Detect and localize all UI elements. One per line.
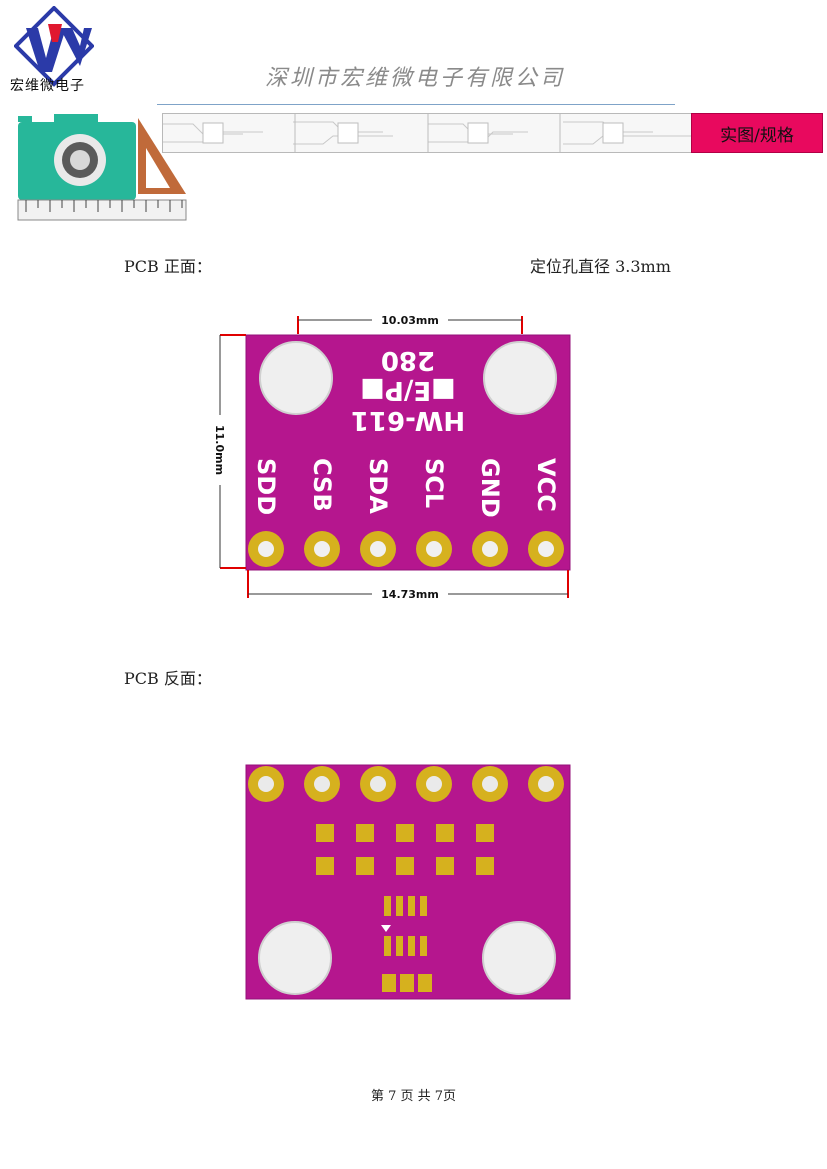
silk-model: HW-611 bbox=[351, 405, 465, 435]
hole-diameter-note: 定位孔直径 3.3mm bbox=[530, 257, 671, 276]
pcb-back-diagram bbox=[245, 764, 571, 1000]
pin-label-4: SCL bbox=[420, 458, 448, 508]
pin-label-2: CSB bbox=[308, 458, 336, 512]
front-label: PCB 正面： bbox=[124, 257, 212, 276]
company-logo bbox=[14, 6, 94, 87]
section-tag: 实图/规格 bbox=[691, 113, 823, 153]
circuit-banner bbox=[162, 113, 694, 153]
pin-label-3: SDA bbox=[364, 458, 392, 514]
camera-ruler-icon bbox=[17, 114, 187, 221]
pin-label-6: VCC bbox=[532, 458, 560, 512]
dim-width: 14.73mm bbox=[381, 588, 439, 601]
logo-text: 宏维微电子 bbox=[10, 78, 85, 94]
pin-label-5: GND bbox=[476, 458, 504, 518]
pcb-front-diagram: HW-611 ■E/P■ 280 SDD CSB SDA SCL GND VCC… bbox=[213, 314, 571, 601]
silk-280: 280 bbox=[381, 345, 435, 375]
silk-ep: ■E/P■ bbox=[360, 375, 455, 405]
header-divider bbox=[157, 104, 675, 105]
dim-height: 11.0mm bbox=[213, 425, 226, 475]
company-name: 深圳市宏维微电子有限公司 bbox=[265, 66, 566, 91]
dim-hole-spacing: 10.03mm bbox=[381, 314, 439, 327]
page-number: 第 7 页 共 7页 bbox=[370, 1089, 457, 1104]
pin-label-1: SDD bbox=[252, 458, 280, 515]
back-label: PCB 反面： bbox=[124, 669, 212, 688]
